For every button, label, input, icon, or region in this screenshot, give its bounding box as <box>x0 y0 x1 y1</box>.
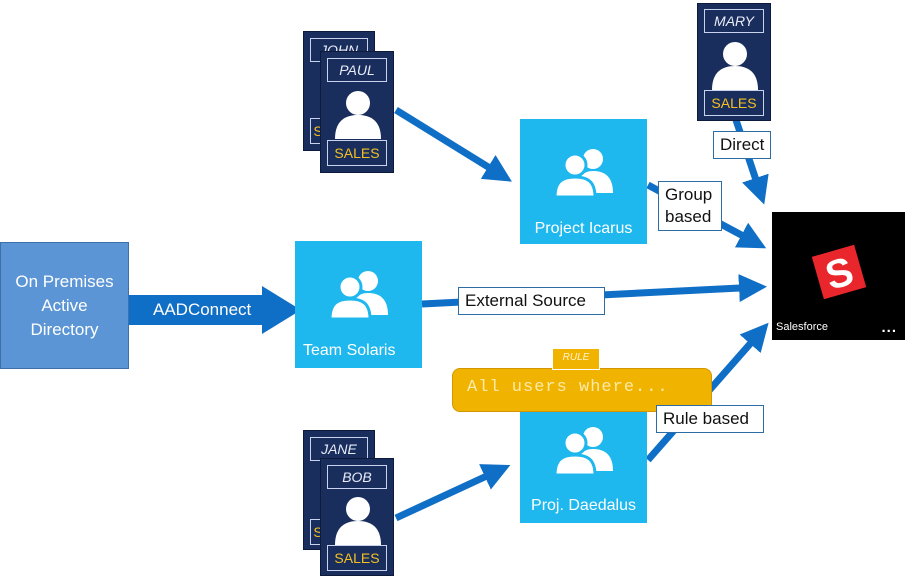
user-name-paul: PAUL <box>327 58 387 82</box>
group-icon <box>328 271 388 319</box>
onprem-line-2: Active <box>41 295 88 315</box>
rule-query-text: All users where... <box>467 378 669 397</box>
callout-direct: Direct <box>713 131 772 159</box>
user-name-bob: BOB <box>327 465 387 489</box>
callout-group-based-line1: Group <box>665 185 713 204</box>
rule-query-box: All users where... <box>452 368 712 412</box>
user-dept-paul: SALES <box>327 140 387 166</box>
salesforce-label: Salesforce <box>776 321 828 333</box>
user-dept-bob: SALES <box>327 545 387 571</box>
on-premises-active-directory: On Premises Active Directory <box>0 242 129 369</box>
group-team-solaris: Team Solaris <box>295 241 422 368</box>
person-icon <box>712 42 758 90</box>
onprem-line-3: Directory <box>30 319 99 339</box>
rule-tag: RULE <box>552 348 600 370</box>
group-label-daedalus: Proj. Daedalus <box>531 497 636 514</box>
user-card-bob: BOB SALES <box>320 458 394 576</box>
group-project-icarus: Project Icarus <box>520 119 647 244</box>
arrow-users-to-daedalus <box>394 464 511 522</box>
callout-rule-based: Rule based <box>656 405 764 433</box>
group-label-solaris: Team Solaris <box>303 342 396 359</box>
onprem-line-1: On Premises <box>15 271 114 291</box>
callout-group-based-line2: based <box>665 207 712 226</box>
group-icon <box>553 427 613 475</box>
group-icon <box>553 149 613 197</box>
user-dept-mary: SALES <box>704 90 764 116</box>
person-icon <box>335 91 381 139</box>
salesforce-app-tile[interactable]: S Salesforce ... <box>772 212 905 340</box>
callout-external-source: External Source <box>458 287 605 315</box>
salesforce-logo-icon: S <box>811 244 867 300</box>
more-options-icon[interactable]: ... <box>881 319 897 336</box>
user-name-mary: MARY <box>704 9 764 33</box>
aadconnect-label: AADConnect <box>153 300 252 319</box>
group-label-icarus: Project Icarus <box>534 220 633 237</box>
user-card-mary: MARY SALES <box>697 3 771 121</box>
callout-group-based: Group based <box>658 181 722 231</box>
user-card-paul: PAUL SALES <box>320 51 394 173</box>
group-proj-daedalus: Proj. Daedalus <box>520 398 647 523</box>
person-icon <box>335 497 381 545</box>
arrow-users-to-icarus <box>394 107 512 182</box>
